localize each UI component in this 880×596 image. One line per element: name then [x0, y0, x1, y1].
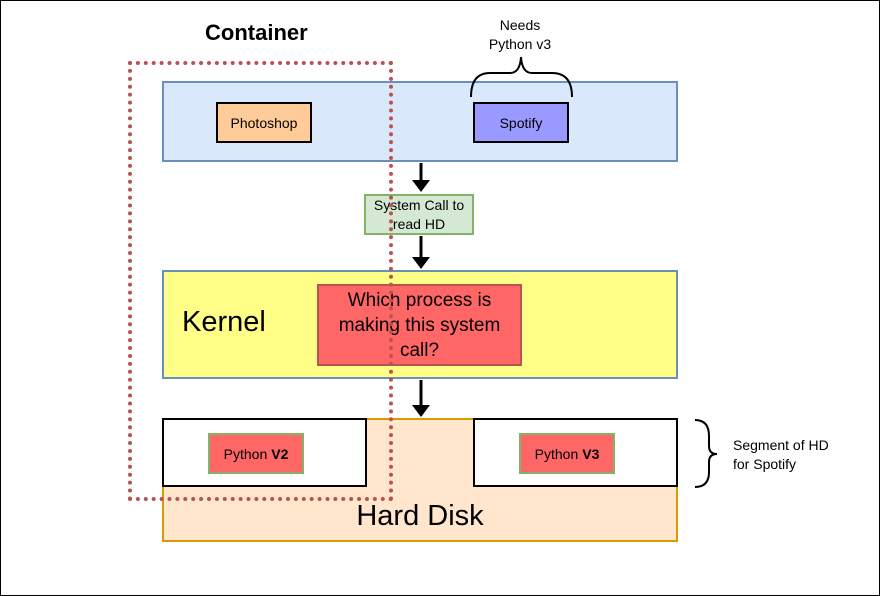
question-line-1: Which process is	[347, 289, 492, 311]
arrow-app-to-syscall	[412, 163, 430, 192]
photoshop-label: Photoshop	[230, 114, 298, 131]
needs-line-2: Python v3	[488, 36, 552, 52]
container-label: Container	[205, 20, 308, 45]
python-v2-prefix: Python	[223, 445, 268, 462]
arrow-syscall-to-kernel	[412, 236, 430, 269]
system-call-line-1: System Call to	[373, 196, 465, 213]
spotify-box: Spotify	[473, 102, 569, 143]
system-call-box: System Call to read HD	[364, 194, 474, 235]
container-outline	[128, 61, 393, 501]
system-call-line-2: read HD	[392, 215, 446, 232]
needs-python-label: Needs Python v3	[470, 16, 570, 54]
python-v2-version: V2	[271, 445, 289, 462]
question-line-2: making this system	[338, 314, 501, 336]
segment-label: Segment of HD for Spotify	[733, 436, 829, 474]
spotify-label: Spotify	[499, 114, 543, 131]
kernel-label: Kernel	[182, 306, 266, 338]
question-box: Which process is making this system call…	[317, 284, 522, 366]
segment-line-1: Segment of HD	[733, 437, 829, 453]
needs-brace-icon	[470, 56, 573, 98]
segment-brace-icon	[694, 419, 718, 488]
photoshop-box: Photoshop	[216, 102, 312, 143]
segment-line-2: for Spotify	[733, 456, 797, 472]
python-v3-prefix: Python	[534, 445, 579, 462]
question-line-3: call?	[399, 339, 440, 361]
hard-disk-label: Hard Disk	[356, 500, 484, 532]
python-v3-version: V3	[582, 445, 600, 462]
arrow-kernel-to-hd	[412, 380, 430, 417]
needs-line-1: Needs	[499, 17, 541, 33]
